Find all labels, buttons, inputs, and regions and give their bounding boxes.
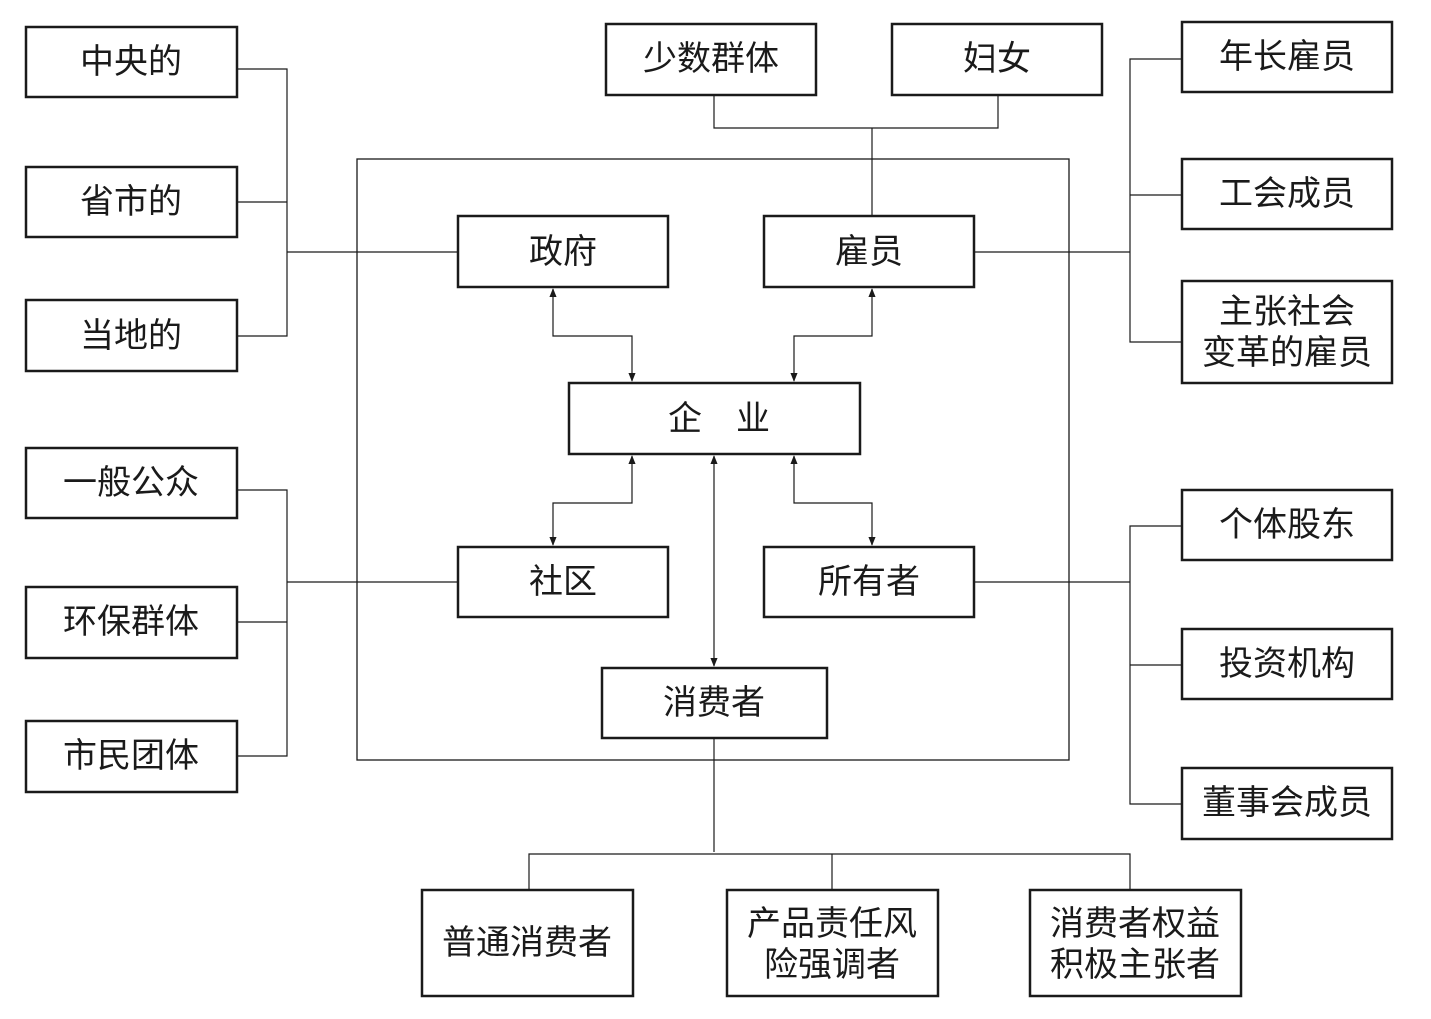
node-comm-public-box (24, 446, 239, 520)
connector-lines (237, 58, 1182, 890)
node-emp-minority-box (604, 22, 818, 97)
label-emp-union: 工会成员 (1219, 174, 1355, 214)
label-comm-env: 环保群体 (63, 602, 199, 642)
label-con-general: 普通消费者 (442, 923, 612, 963)
arrow-community-enterprise (549, 455, 636, 546)
node-comm-citizen-box (24, 719, 239, 794)
label-emp-reform-line2: 变革的雇员 (1202, 333, 1372, 373)
label-con-rights-line2: 积极主张者 (1050, 945, 1220, 985)
inner-frame (356, 158, 1070, 761)
node-employees-box (762, 214, 976, 289)
node-own-board-box (1180, 766, 1394, 841)
label-gov-local: 当地的 (80, 316, 182, 356)
label-own-institution: 投资机构 (1219, 644, 1355, 684)
label-emp-minority: 少数群体 (643, 39, 779, 79)
label-emp-senior: 年长雇员 (1219, 37, 1355, 77)
node-gov-provincial-box (24, 165, 239, 239)
arrow-government-enterprise (549, 288, 636, 382)
label-community: 社区 (529, 562, 597, 602)
node-con-liability-box (725, 888, 940, 998)
node-comm-env-box (24, 585, 239, 660)
node-gov-central-box (24, 25, 239, 99)
label-consumers: 消费者 (663, 683, 765, 723)
node-own-individual-box (1180, 488, 1394, 562)
label-comm-public: 一般公众 (63, 463, 199, 503)
node-con-rights-box (1028, 888, 1243, 998)
node-emp-women-box (890, 22, 1104, 97)
node-gov-local-box (24, 298, 239, 373)
relationship-arrows (549, 288, 876, 667)
node-emp-senior-box (1180, 20, 1394, 94)
diagram-labels: 企 业 政府 雇员 社区 所有者 消费者 中央的 省市的 当地的 一般公众 环保… (63, 37, 1372, 985)
label-con-liability-line2: 险强调者 (764, 945, 900, 985)
label-gov-central: 中央的 (80, 42, 182, 82)
label-con-liability-line1: 产品责任风 (747, 904, 917, 944)
label-employees: 雇员 (835, 232, 903, 272)
node-consumers-box (600, 666, 829, 740)
node-community-box (456, 545, 670, 619)
label-own-board: 董事会成员 (1202, 783, 1372, 823)
label-own-individual: 个体股东 (1219, 505, 1355, 545)
label-government: 政府 (529, 232, 597, 272)
node-owners-box (762, 545, 976, 619)
label-emp-women: 妇女 (963, 39, 1031, 79)
node-government-box (456, 214, 670, 289)
node-emp-union-box (1180, 157, 1394, 231)
arrow-employees-enterprise (790, 288, 876, 382)
label-con-rights-line1: 消费者权益 (1050, 904, 1220, 944)
node-enterprise-box (567, 381, 862, 456)
node-emp-reform-box (1180, 279, 1394, 385)
arrow-owners-enterprise (790, 455, 876, 546)
node-own-institution-box (1180, 627, 1394, 701)
diagram-nodes (24, 20, 1394, 998)
label-owners: 所有者 (818, 562, 920, 602)
node-con-general-box (420, 888, 635, 998)
label-enterprise: 企 业 (668, 399, 770, 439)
label-comm-citizen: 市民团体 (63, 736, 199, 776)
label-gov-provincial: 省市的 (80, 182, 182, 222)
label-emp-reform-line1: 主张社会 (1219, 292, 1355, 332)
